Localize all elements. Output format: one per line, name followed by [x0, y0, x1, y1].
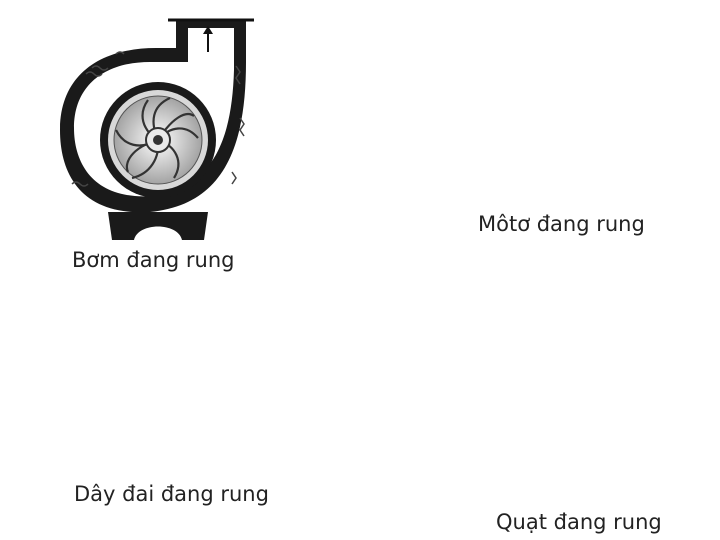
fan-caption: Quạt đang rung [496, 510, 662, 534]
motor-caption: Môtơ đang rung [478, 212, 645, 236]
centrifugal-pump-icon [60, 18, 254, 240]
belt-caption: Dây đai đang rung [74, 482, 269, 506]
vibration-marks-pump [71, 51, 245, 187]
pump-illustration [60, 18, 254, 240]
pump-caption: Bơm đang rung [72, 248, 235, 272]
